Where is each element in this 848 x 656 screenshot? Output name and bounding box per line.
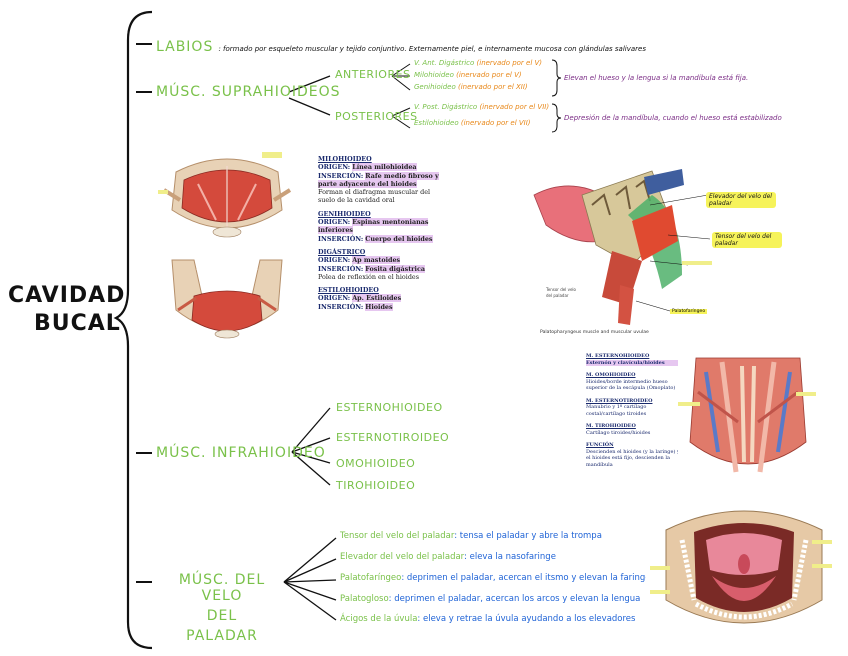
- suprahioideos-title: MÚSC. SUPRAHIOIDEOS: [156, 84, 341, 100]
- note-tensor: Tensor del velo del paladar: [712, 232, 782, 248]
- velo-title-line3: PALADAR: [186, 628, 258, 644]
- list-item: Genihioideo (inervado por el XII): [414, 83, 528, 91]
- infrahioideos-item: ESTERNOHIOIDEO: [336, 401, 443, 414]
- suprahyoid-figure-top: [158, 150, 296, 248]
- note-elevador: Elevador del velo del paladar: [706, 192, 776, 208]
- list-item: Milohioideo (inervado por el V): [414, 71, 522, 79]
- infrahyoid-neck-figure: [678, 352, 818, 486]
- info-section-digastrico: DIGÁSTRICO ORIGEN: Ap mastoides INSERCIÓ…: [318, 247, 425, 281]
- velo-title-line2: DEL: [206, 608, 238, 624]
- infrahioideos-title: MÚSC. INFRAHIOIDEO: [156, 445, 326, 461]
- labios-branch: LABIOS : formado por esqueleto muscular …: [156, 36, 646, 55]
- labios-desc: : formado por esqueleto muscular y tejid…: [218, 45, 647, 53]
- velo-item: Ácigos de la úvula: eleva y retrae la úv…: [340, 614, 636, 624]
- root-title-line2: BUCAL: [34, 311, 121, 336]
- velo-title: MÚSC. DEL VELO DEL PALADAR: [162, 572, 282, 644]
- suprahyoid-figure-bottom: [158, 250, 296, 348]
- info-section-estilohioideo: ESTILOHIOIDEO ORIGEN: Ap. Estiloides INS…: [318, 286, 402, 311]
- open-mouth-figure: [646, 500, 842, 640]
- velo-item: Tensor del velo del paladar: tensa el pa…: [340, 531, 602, 541]
- velo-item: Elevador del velo del paladar: eleva la …: [340, 552, 556, 562]
- info-section-genihioideo: GENIHIOIDEO ORIGEN: Espinas mentonianas …: [318, 209, 433, 243]
- root-title: CAVIDAD BUCAL: [8, 282, 125, 338]
- anteriores-function: Elevan el hueso y la lengua si la mandíb…: [564, 74, 749, 82]
- labios-title: LABIOS: [156, 39, 214, 55]
- velo-item: Palatofaríngeo: deprimen el paladar, ace…: [340, 573, 651, 583]
- root-title-line1: CAVIDAD: [8, 283, 126, 308]
- velo-item: Palatogloso: deprimen el paladar, acerca…: [340, 594, 641, 604]
- palate-muscles-figure: Tensor del velo del paladar: [532, 165, 724, 337]
- suprahioideos-anteriores-label: ANTERIORES: [335, 68, 411, 81]
- tag-palatofaringeo: Palatofaríngeo: [670, 309, 708, 314]
- list-item: Estilohioideo (inervado por el VII): [414, 119, 531, 127]
- velo-title-line1: MÚSC. DEL VELO: [178, 572, 266, 604]
- svg-text:Tensor del velo: Tensor del velo: [545, 287, 577, 292]
- main-brace: [113, 10, 153, 650]
- palate-figure-caption: Palatopharyngeus muscle and muscular uvu…: [540, 330, 649, 335]
- suprahioideos-info-box: MILOHIOIDEO ORIGEN: Línea milohioidea IN…: [318, 155, 444, 311]
- infrahioideos-item: ESTERNOTIROIDEO: [336, 431, 450, 444]
- anteriores-list: V. Ant. Digástrico (inervado por el V) M…: [414, 59, 542, 91]
- posteriores-function: Depresión de la mandíbula, cuando el hue…: [564, 114, 782, 122]
- list-item: V. Ant. Digástrico (inervado por el V): [414, 59, 543, 67]
- infrahioideos-item: TIROHIOIDEO: [336, 479, 416, 492]
- suprahioideos-posteriores-label: POSTERIORES: [335, 110, 418, 123]
- svg-text:del paladar: del paladar: [546, 293, 569, 298]
- infrahioideos-item: OMOHIOIDEO: [336, 457, 416, 470]
- posteriores-list: V. Post. Digástrico (inervado por el VII…: [414, 103, 549, 127]
- info-section-milohioideo: MILOHIOIDEO ORIGEN: Línea milohioidea IN…: [318, 155, 439, 205]
- list-item: V. Post. Digástrico (inervado por el VII…: [414, 103, 550, 111]
